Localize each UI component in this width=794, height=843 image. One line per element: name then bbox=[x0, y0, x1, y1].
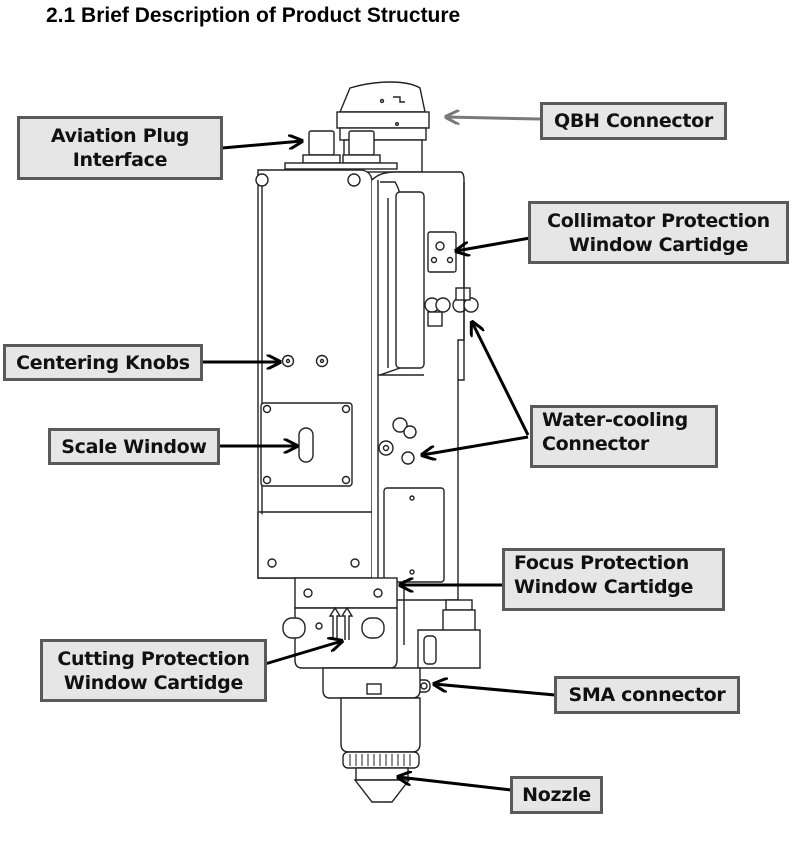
line-art bbox=[255, 81, 481, 803]
arrow-water-upper bbox=[472, 322, 530, 436]
label-centering-knobs: Centering Knobs bbox=[3, 344, 203, 381]
label-aviation-plug-interface: Aviation Plug Interface bbox=[17, 116, 223, 180]
arrow-nozzle bbox=[398, 777, 512, 792]
label-nozzle-text: Nozzle bbox=[522, 784, 591, 806]
arrow-sma bbox=[434, 684, 556, 697]
label-cutting-line1: Cutting Protection bbox=[57, 647, 250, 670]
arrow-cutting bbox=[264, 641, 342, 666]
label-collimator-line2: Window Cartidge bbox=[568, 233, 749, 256]
arrow-qbh bbox=[446, 117, 541, 119]
label-centering-knobs-text: Centering Knobs bbox=[16, 351, 190, 374]
aviation-plug-part bbox=[284, 130, 398, 170]
leader-arrows bbox=[200, 117, 556, 792]
label-cutting-line2: Window Cartidge bbox=[63, 671, 244, 694]
label-focus-line2: Window Cartidge bbox=[514, 576, 694, 598]
arrow-water-lower bbox=[422, 435, 529, 455]
label-water-cooling-line2: Connector bbox=[542, 433, 650, 455]
middle-column-part bbox=[371, 171, 479, 601]
label-cutting-protection-window-cartridge: Cutting Protection Window Cartidge bbox=[40, 639, 267, 702]
label-nozzle: Nozzle bbox=[510, 776, 603, 814]
label-aviation-plug-line1: Aviation Plug bbox=[50, 125, 190, 147]
main-body-part bbox=[255, 169, 373, 579]
label-focus-line1: Focus Protection bbox=[514, 552, 689, 574]
label-focus-protection-window-cartridge: Focus Protection Window Cartidge bbox=[502, 548, 725, 611]
label-sma-connector: SMA connector bbox=[554, 676, 740, 714]
arrow-collimator bbox=[456, 236, 531, 251]
label-water-cooling-connector: Water-cooling Connector bbox=[530, 405, 718, 468]
label-scale-window-text: Scale Window bbox=[61, 435, 207, 458]
arrow-aviation-plug bbox=[221, 141, 302, 148]
section-title: 2.1 Brief Description of Product Structu… bbox=[46, 4, 461, 27]
label-qbh-connector-text: QBH Connector bbox=[554, 110, 713, 132]
label-sma-connector-text: SMA connector bbox=[568, 684, 726, 706]
label-scale-window: Scale Window bbox=[48, 428, 220, 465]
label-qbh-connector: QBH Connector bbox=[540, 102, 727, 140]
label-aviation-plug-line2: Interface bbox=[72, 149, 168, 171]
label-collimator-protection-window-cartridge: Collimator Protection Window Cartidge bbox=[528, 201, 789, 264]
label-collimator-line1: Collimator Protection bbox=[547, 209, 770, 232]
bottom-housing-part bbox=[322, 667, 421, 803]
label-water-cooling-line1: Water-cooling bbox=[542, 409, 688, 431]
